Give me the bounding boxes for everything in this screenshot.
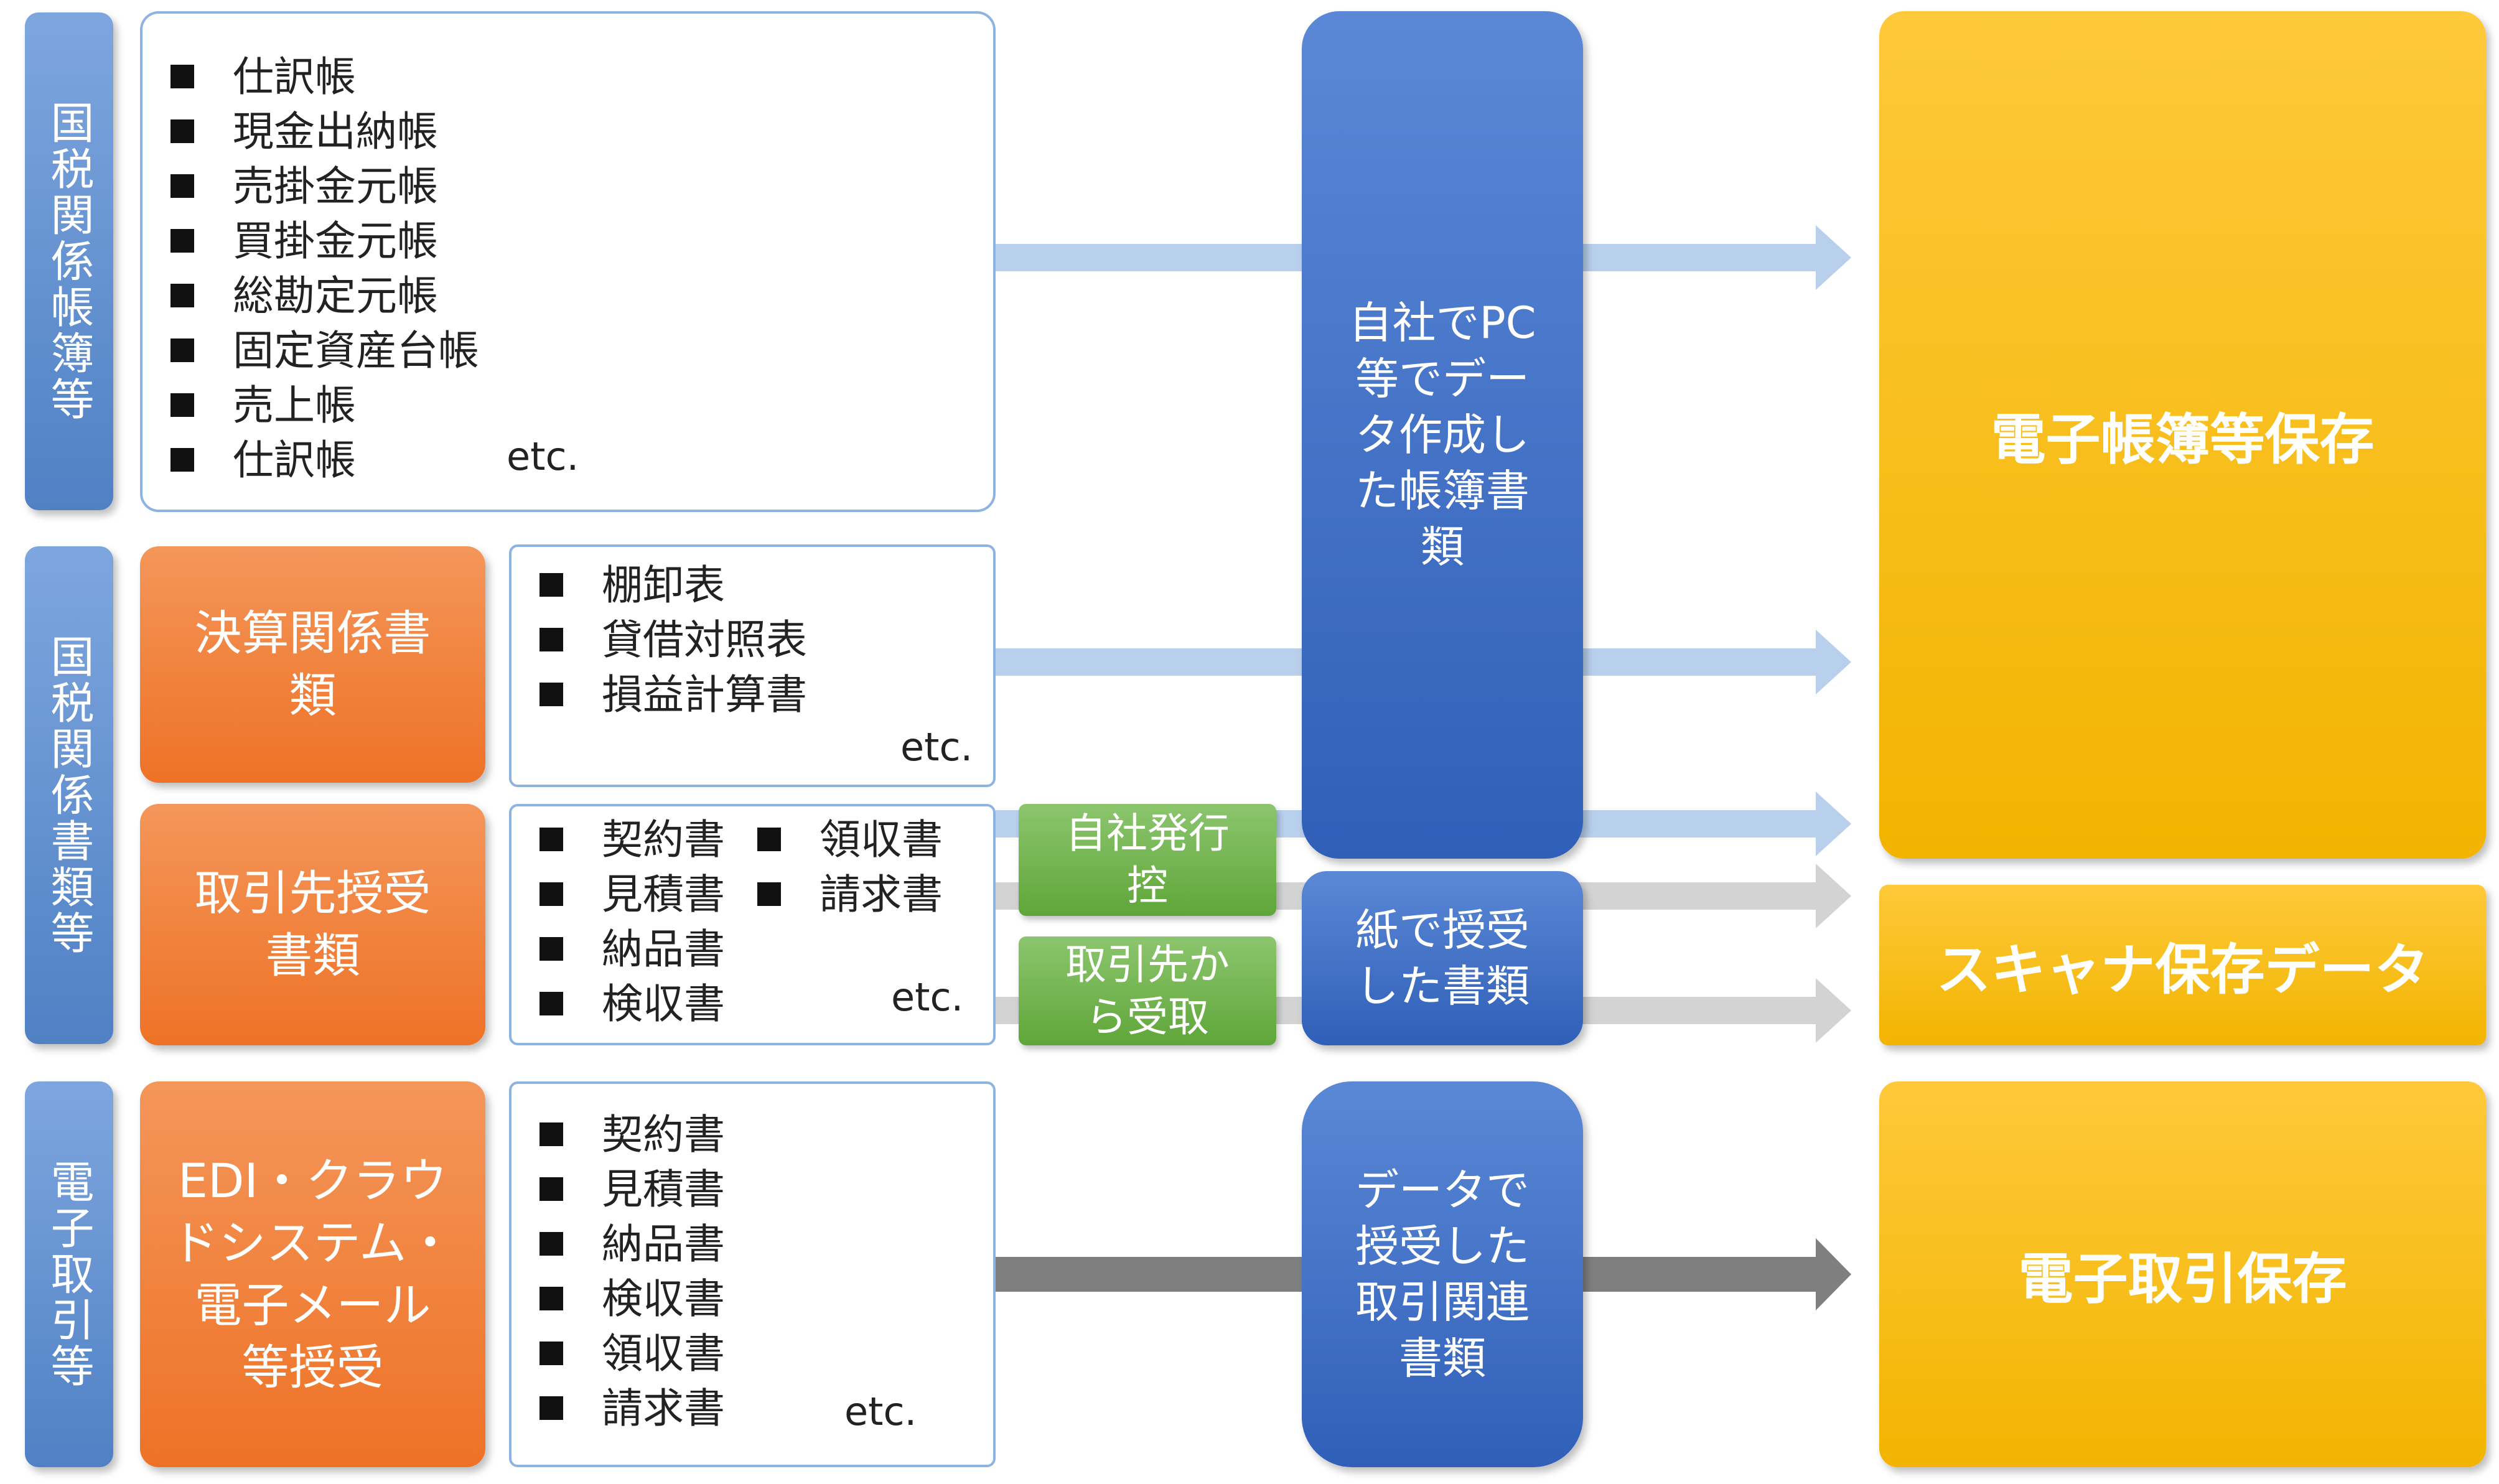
list-item: 検収書 (540, 1272, 725, 1327)
bullet-icon (540, 1287, 563, 1310)
list-item: 総勘定元帳 (170, 269, 479, 324)
bullet-icon (170, 65, 194, 88)
partner-etc: etc. (891, 974, 964, 1020)
electronic-transactions-storage-box: 電子取引保存 (1879, 1081, 2486, 1467)
bullet-icon (540, 1177, 563, 1201)
list-item: 領収書 (757, 813, 943, 867)
settlement-etc: etc. (900, 724, 973, 770)
pc-created-docs-box: 自社でPC等でデータ作成した帳簿書類 (1302, 11, 1583, 859)
scanner-storage-box: スキャナ保存データ (1879, 885, 2486, 1045)
list-item: 契約書 (540, 1108, 725, 1162)
ledgers-etc: etc. (507, 434, 579, 479)
bullet-icon (540, 882, 563, 906)
bullet-icon (170, 119, 194, 143)
list-item: 見積書 (540, 1162, 725, 1217)
label-ledgers: 国税関係帳簿等 (25, 12, 113, 510)
data-received-docs-box: データで授受した取引関連書類 (1302, 1081, 1583, 1467)
ledgers-list: 仕訳帳 現金出納帳 売掛金元帳 買掛金元帳 総勘定元帳 固定資産台帳 売上帳 仕… (170, 50, 479, 488)
settlement-docs-box: 決算関係書類 (140, 546, 485, 783)
bullet-icon (540, 992, 563, 1015)
paper-received-docs-box: 紙で授受した書類 (1302, 871, 1583, 1045)
bullet-icon (540, 1396, 563, 1420)
electronic-books-storage-box: 電子帳簿等保存 (1879, 11, 2486, 859)
list-item: 請求書 (540, 1381, 725, 1436)
list-item: 売上帳 (170, 378, 479, 433)
bullet-icon (170, 174, 194, 198)
list-item: 固定資産台帳 (170, 324, 479, 378)
partner-list-col2: 領収書 請求書 (757, 813, 943, 922)
bullet-icon (170, 448, 194, 472)
list-item: 納品書 (540, 922, 725, 977)
bullet-icon (540, 628, 563, 651)
list-item: 納品書 (540, 1217, 725, 1272)
bullet-icon (540, 1122, 563, 1146)
bullet-icon (757, 882, 781, 906)
ledgers-list-box: 仕訳帳 現金出納帳 売掛金元帳 買掛金元帳 総勘定元帳 固定資産台帳 売上帳 仕… (140, 11, 996, 512)
bullet-icon (540, 573, 563, 597)
bullet-icon (170, 284, 194, 307)
list-item: 現金出納帳 (170, 105, 479, 159)
list-item: 請求書 (757, 867, 943, 922)
settlement-list: 棚卸表 貸借対照表 損益計算書 (540, 558, 807, 722)
settlement-list-box: 棚卸表 貸借対照表 損益計算書 etc. (509, 544, 996, 787)
electronic-list: 契約書 見積書 納品書 検収書 領収書 請求書 (540, 1108, 725, 1436)
partner-list-col1: 契約書 見積書 納品書 検収書 (540, 813, 725, 1032)
list-item: 仕訳帳 (170, 433, 479, 488)
bullet-icon (170, 393, 194, 417)
electronic-source-box: EDI・クラウドシステム・電子メール等授受 (140, 1081, 485, 1467)
electronic-list-box: 契約書 見積書 納品書 検収書 領収書 請求書 etc. (509, 1081, 996, 1467)
list-item: 見積書 (540, 867, 725, 922)
partner-list-box: 契約書 見積書 納品書 検収書 領収書 請求書 etc. (509, 804, 996, 1045)
bullet-icon (540, 1342, 563, 1365)
bullet-icon (540, 828, 563, 851)
list-item: 検収書 (540, 977, 725, 1032)
list-item: 売掛金元帳 (170, 159, 479, 214)
bullet-icon (170, 229, 194, 253)
label-electronic: 電子取引等 (25, 1081, 113, 1467)
label-documents: 国税関係書類等 (25, 546, 113, 1044)
from-partner-label: 取引先から受取 (1019, 936, 1276, 1045)
bullet-icon (540, 1232, 563, 1256)
list-item: 損益計算書 (540, 668, 807, 722)
list-item: 買掛金元帳 (170, 214, 479, 269)
list-item: 契約書 (540, 813, 725, 867)
partner-docs-box: 取引先授受書類 (140, 804, 485, 1045)
list-item: 貸借対照表 (540, 613, 807, 668)
bullet-icon (540, 937, 563, 961)
list-item: 領収書 (540, 1327, 725, 1381)
self-issued-label: 自社発行控 (1019, 804, 1276, 916)
electronic-etc: etc. (844, 1389, 917, 1434)
bullet-icon (540, 683, 563, 706)
list-item: 仕訳帳 (170, 50, 479, 105)
list-item: 棚卸表 (540, 558, 807, 613)
bullet-icon (757, 828, 781, 851)
bullet-icon (170, 338, 194, 362)
